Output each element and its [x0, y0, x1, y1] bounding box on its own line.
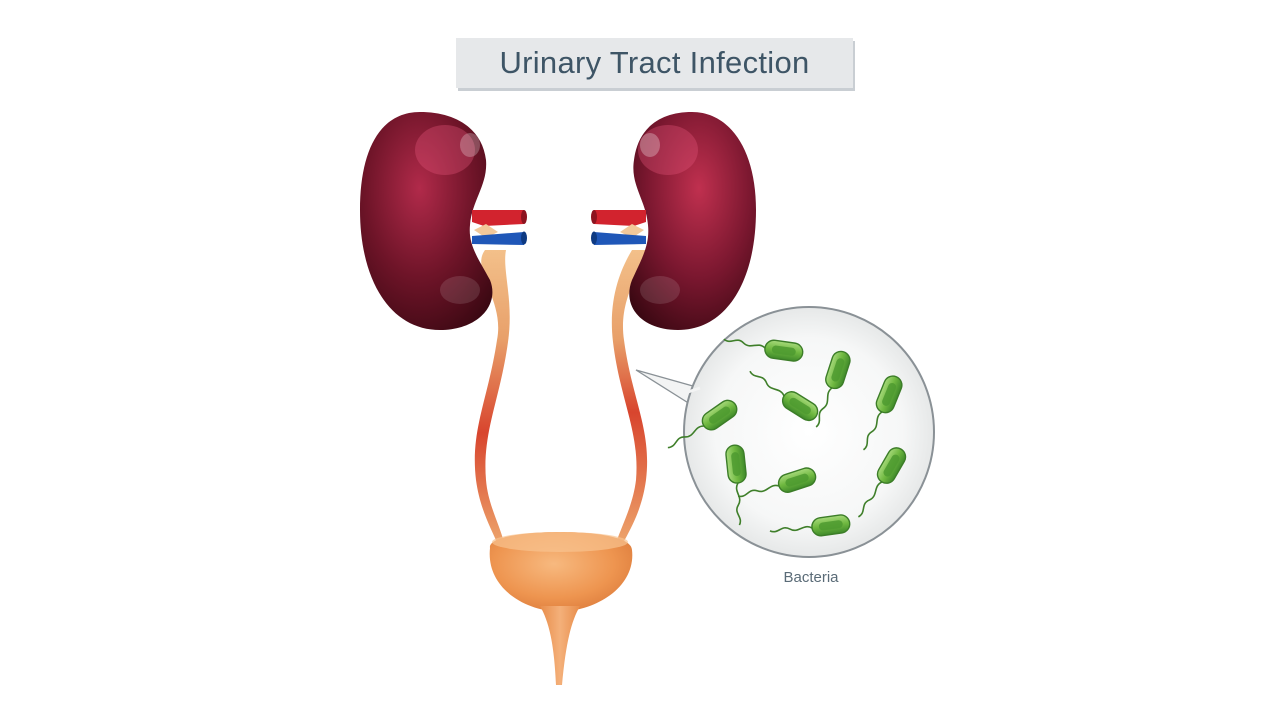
left-ureter: [474, 250, 510, 545]
right-renal-vessels: [591, 210, 646, 245]
right-ureter: [611, 250, 652, 545]
bacteria-magnifier: [683, 306, 935, 558]
bacteria-label: Bacteria: [783, 569, 839, 586]
title-banner: Urinary Tract Infection: [456, 38, 853, 88]
left-kidney: [360, 112, 493, 330]
right-kidney: [629, 112, 756, 330]
page-title: Urinary Tract Infection: [499, 45, 810, 80]
left-renal-vessels: [472, 210, 527, 245]
urethra: [540, 606, 580, 685]
bladder: [489, 532, 633, 612]
